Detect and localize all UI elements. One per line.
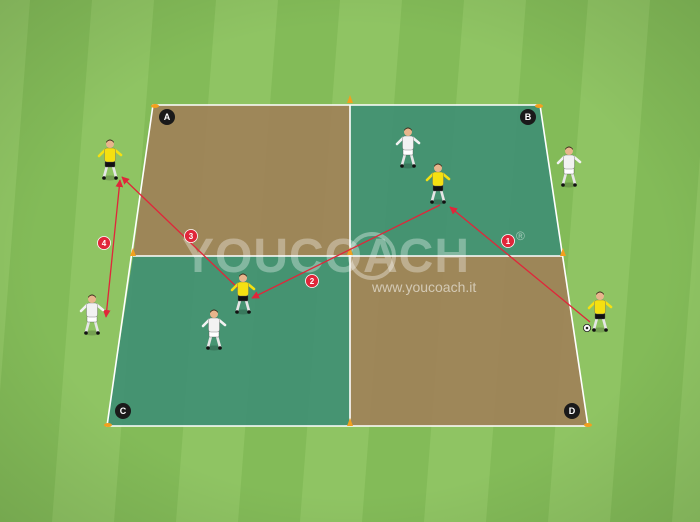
cone-icon (104, 423, 112, 427)
cone-icon (347, 95, 353, 103)
player-white-icon (395, 127, 421, 169)
step-marker-3: 3 (184, 229, 198, 243)
players (79, 127, 613, 351)
cone-icon (560, 248, 566, 256)
zone-bottom-left (107, 256, 350, 426)
player-white-icon (79, 294, 105, 336)
svg-text:4: 4 (102, 239, 107, 248)
player-yellow-icon (425, 163, 451, 205)
soccer-ball-icon (583, 323, 592, 332)
step-marker-1: 1 (501, 234, 515, 248)
zone-bottom-right (350, 256, 588, 426)
zone-top-left (133, 105, 350, 256)
corner-marker-b: B (520, 109, 536, 125)
pass-arrow-4 (102, 179, 124, 318)
cone-icon (535, 104, 543, 108)
svg-text:1: 1 (506, 237, 511, 246)
svg-text:3: 3 (189, 232, 194, 241)
svg-text:C: C (120, 406, 127, 416)
cone-icon (347, 418, 353, 426)
svg-text:2: 2 (310, 277, 315, 286)
step-marker-4: 4 (97, 236, 111, 250)
corner-markers: A B C D (115, 109, 580, 419)
cone-icon (151, 104, 159, 108)
step-marker-2: 2 (305, 274, 319, 288)
player-white-icon (556, 146, 582, 188)
corner-marker-c: C (115, 403, 131, 419)
svg-text:B: B (525, 112, 532, 122)
pass-arrow-3 (121, 176, 243, 293)
watermark: YOUCOACH ® www.youcoach.it (182, 229, 525, 295)
player-yellow-icon (230, 273, 256, 315)
cone-icon (347, 247, 353, 255)
player-yellow-icon (587, 291, 613, 333)
watermark-ball-icon (348, 232, 396, 280)
watermark-url: www.youcoach.it (371, 279, 476, 295)
corner-marker-d: D (564, 403, 580, 419)
watermark-logo-text: YOUCOACH (182, 230, 470, 283)
cone-icon (130, 248, 136, 256)
step-markers: 1 2 3 4 (97, 229, 515, 288)
pass-arrows (102, 176, 591, 323)
corner-marker-a: A (159, 109, 175, 125)
pass-arrow-2 (251, 204, 441, 299)
pass-arrow-1 (449, 206, 591, 323)
svg-text:D: D (569, 406, 576, 416)
player-yellow-icon (97, 139, 123, 181)
svg-text:A: A (164, 112, 171, 122)
cones (104, 95, 592, 427)
player-white-icon (201, 309, 227, 351)
watermark-registered-mark: ® (516, 229, 525, 243)
cone-icon (584, 423, 592, 427)
